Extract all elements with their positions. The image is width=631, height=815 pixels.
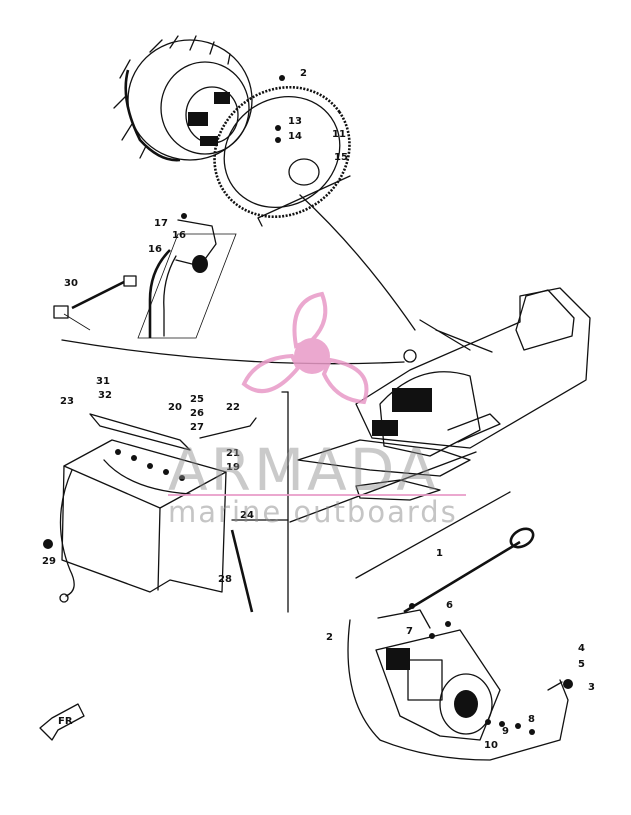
watermark: ARMADA marine outboards [168, 291, 466, 529]
starter-cable-icon [403, 527, 535, 614]
part-label-16-coil: 16 [148, 244, 162, 255]
ring-gear-icon [213, 75, 351, 219]
front-marker-label: FR [58, 716, 73, 727]
watermark-subtitle: marine outboards [168, 495, 458, 529]
part-label-6: 6 [446, 600, 453, 611]
part-label-2: 2 [326, 632, 333, 643]
part-label-31: 31 [96, 376, 110, 387]
part-label-16: 16 [172, 230, 186, 241]
part-label-15: 15 [334, 152, 348, 163]
front-arrow-icon: FR [39, 703, 85, 741]
battery-box-icon [43, 413, 257, 603]
part-label-32: 32 [98, 390, 112, 401]
part-label-29: 29 [42, 556, 56, 567]
part-label-9: 9 [502, 726, 509, 737]
part-label-1: 1 [436, 548, 443, 559]
part-label-8: 8 [528, 714, 535, 725]
watermark-rule [168, 494, 466, 496]
part-label-28: 28 [218, 574, 232, 585]
part-label-30: 30 [64, 278, 78, 289]
starter-motor-icon [347, 603, 573, 761]
part-label-23: 23 [60, 396, 74, 407]
part-label-24: 24 [240, 510, 254, 521]
part-label-21: 21 [226, 448, 240, 459]
part-label-11: 11 [332, 129, 346, 140]
part-label-17: 17 [154, 218, 168, 229]
part-label-10: 10 [484, 740, 498, 751]
part-label-20: 20 [168, 402, 182, 413]
part-label-26: 26 [190, 408, 204, 419]
part-label-22: 22 [226, 402, 240, 413]
part-label-12-top: 2 [300, 68, 307, 79]
part-label-4: 4 [578, 643, 585, 654]
part-number-labels: 1 2 2 3 4 5 6 7 8 9 10 11 13 14 15 16 17… [42, 68, 595, 751]
part-label-5: 5 [578, 659, 585, 670]
flywheel-icon [113, 35, 253, 162]
part-label-25: 25 [190, 394, 204, 405]
part-label-27: 27 [190, 422, 204, 433]
watermark-title: ARMADA [168, 436, 439, 504]
ignition-coil-icon [148, 213, 217, 338]
part-label-3: 3 [588, 682, 595, 693]
engine-tunnel-icon [297, 287, 591, 501]
propeller-logo-icon [241, 291, 369, 405]
part-label-7: 7 [406, 626, 413, 637]
part-label-19: 19 [226, 462, 240, 473]
part-label-14: 14 [288, 131, 302, 142]
part-label-13: 13 [288, 116, 302, 127]
plug-wire-icon [53, 275, 137, 319]
